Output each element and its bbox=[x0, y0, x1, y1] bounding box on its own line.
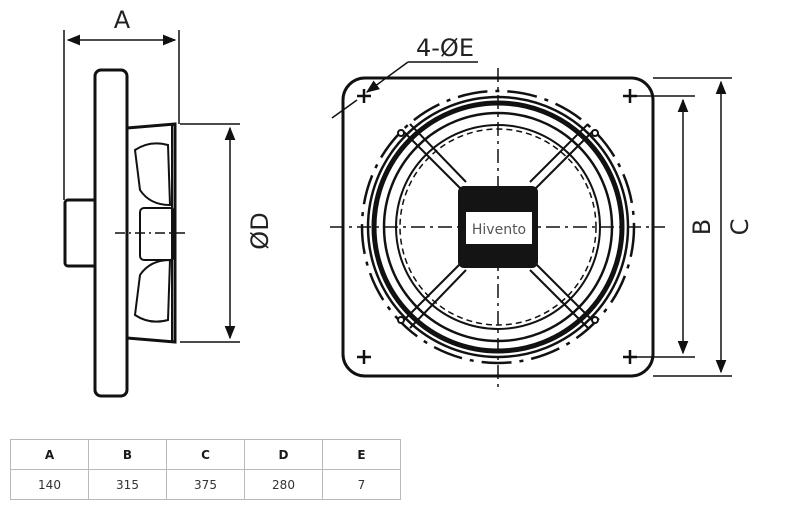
table-header: A bbox=[10, 439, 89, 470]
side-view bbox=[63, 68, 185, 398]
dimension-e-label: 4-ØE bbox=[416, 34, 474, 62]
table-cell: 140 bbox=[10, 469, 89, 500]
table-header: B bbox=[88, 439, 167, 470]
mounting-plate bbox=[93, 68, 129, 398]
fan-blade-lower bbox=[133, 258, 172, 323]
technical-drawing: A ØD bbox=[63, 6, 754, 398]
table-header: E bbox=[322, 439, 401, 470]
table-cell: 375 bbox=[166, 469, 245, 500]
fan-blade-upper bbox=[133, 142, 172, 207]
dimension-c-label: C bbox=[726, 219, 754, 236]
table-header-row: A B C D E bbox=[10, 439, 401, 470]
table-row: 140 315 375 280 7 bbox=[10, 469, 401, 500]
dimension-d-label: ØD bbox=[246, 212, 274, 249]
motor-hub bbox=[63, 198, 99, 268]
table-header: C bbox=[166, 439, 245, 470]
table-cell: 7 bbox=[322, 469, 401, 500]
dimension-b-label: B bbox=[688, 219, 716, 235]
dimension-table: A B C D E 140 315 375 280 7 bbox=[10, 439, 401, 500]
dimension-c bbox=[653, 77, 732, 377]
dimension-a-label: A bbox=[114, 6, 131, 34]
fan-hub bbox=[139, 207, 175, 261]
dimension-e-leader bbox=[331, 61, 478, 119]
dimension-d bbox=[180, 123, 240, 343]
logo-plate bbox=[466, 212, 532, 244]
hivento-logo: Hivento bbox=[472, 222, 526, 238]
table-header: D bbox=[244, 439, 323, 470]
mounting-holes bbox=[357, 89, 637, 364]
dimension-a bbox=[63, 30, 180, 200]
table-cell: 280 bbox=[244, 469, 323, 500]
table-cell: 315 bbox=[88, 469, 167, 500]
dimension-b bbox=[636, 95, 695, 358]
front-view bbox=[330, 68, 665, 390]
